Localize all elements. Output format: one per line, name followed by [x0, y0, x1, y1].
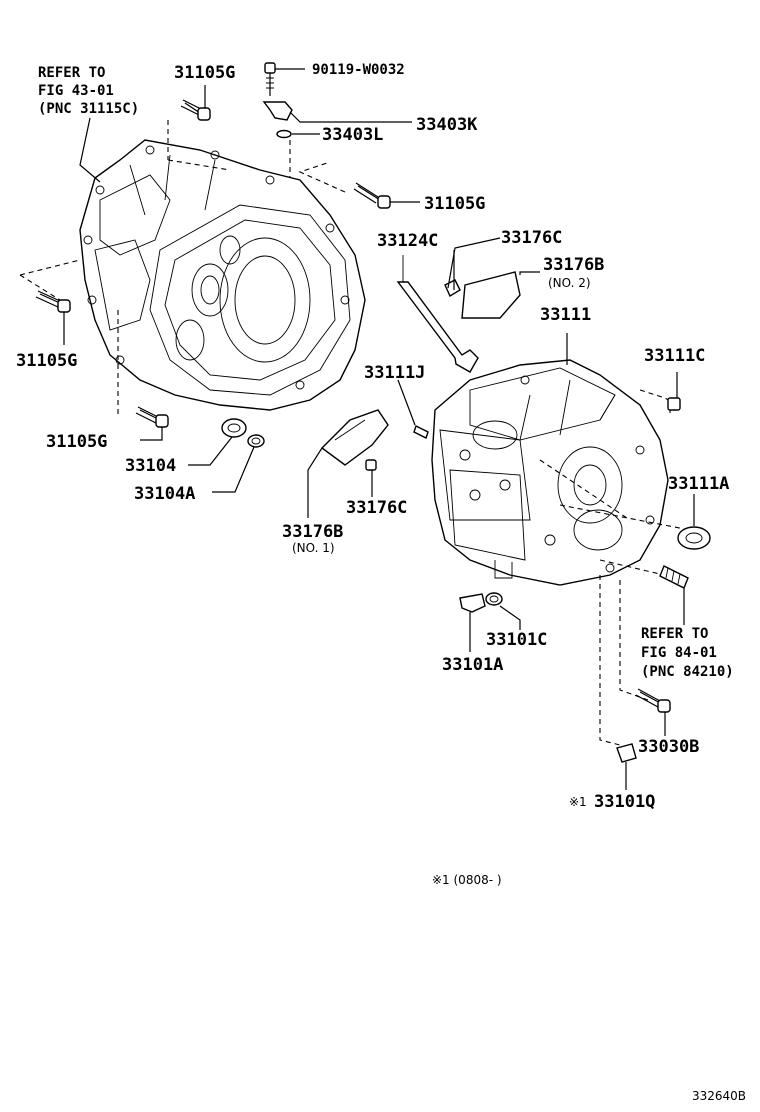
- label-33111c: 33111C: [644, 346, 705, 366]
- label-no1: (NO. 1): [292, 541, 335, 555]
- seal-33111a: [677, 526, 711, 550]
- label-33104a: 33104A: [134, 484, 195, 504]
- rod-33124c: [396, 255, 479, 373]
- sensor-fig84: [659, 565, 689, 589]
- clutch-housing: [79, 139, 366, 411]
- plug-33101q: [616, 743, 637, 763]
- ref-fig43-line2: FIG 43-01: [38, 83, 114, 99]
- transaxle-case: [431, 359, 669, 586]
- ref-fig43-line3: (PNC 31115C): [38, 101, 139, 117]
- label-31105g-left: 31105G: [16, 351, 77, 371]
- plate-33176b-no1: [320, 409, 389, 466]
- label-33176c-mid: 33176C: [346, 498, 407, 518]
- reference-note-fig43: REFER TO FIG 43-01 (PNC 31115C): [38, 65, 139, 117]
- label-33403l: 33403L: [322, 125, 383, 145]
- ref-fig84-line3: (PNC 84210): [641, 664, 734, 680]
- bolt-31105g-top: [180, 99, 211, 121]
- ref-fig43-line1: REFER TO: [38, 65, 105, 81]
- label-33104: 33104: [125, 456, 176, 476]
- ref-fig84-line1: REFER TO: [641, 626, 708, 642]
- reference-note-fig84: REFER TO FIG 84-01 (PNC 84210): [641, 626, 734, 680]
- label-33111j: 33111J: [364, 363, 425, 383]
- ref-fig84-line2: FIG 84-01: [641, 645, 717, 661]
- label-31105g-right: 31105G: [424, 194, 485, 214]
- label-33101q: 33101Q: [594, 792, 655, 812]
- label-90119-w0032: 90119-W0032: [312, 62, 405, 78]
- bearing-33104: [221, 418, 247, 438]
- label-33176b-no1: 33176B: [282, 522, 343, 542]
- plate-33176b-no2: [444, 271, 521, 319]
- label-33111a: 33111A: [668, 474, 729, 494]
- bolt-33030b: [635, 688, 671, 713]
- footnote: ※1 (0808- ): [432, 873, 502, 887]
- bolt-31105g-bottom: [135, 406, 169, 428]
- label-no2: (NO. 2): [548, 276, 591, 290]
- label-31105g-bottom: 31105G: [46, 432, 107, 452]
- label-33030b: 33030B: [638, 737, 699, 757]
- label-33403k: 33403K: [416, 115, 478, 135]
- label-33124c: 33124C: [377, 231, 438, 251]
- guide-lines-left: [19, 120, 346, 415]
- label-31105g-top: 31105G: [174, 63, 235, 83]
- label-33111: 33111: [540, 305, 591, 325]
- label-33176c-top: 33176C: [501, 228, 562, 248]
- gasket-33101c: [485, 592, 503, 606]
- bolt-31105g-left: [35, 290, 71, 313]
- figure-code: 332640B: [692, 1089, 746, 1103]
- pin-33111j: [413, 425, 429, 439]
- seal-33104a: [247, 434, 265, 448]
- label-33176b-no2: 33176B: [543, 255, 604, 275]
- bolt-33176c-mid: [365, 459, 377, 471]
- lever-33403k: [262, 101, 293, 139]
- bolt-31105g-right: [353, 182, 391, 209]
- label-star-mark: ※1: [569, 795, 587, 809]
- bolt-33111c: [667, 397, 681, 411]
- label-33101c: 33101C: [486, 630, 547, 650]
- label-33101a: 33101A: [442, 655, 503, 675]
- leader-lines: [63, 68, 695, 790]
- bolt-90119: [264, 62, 276, 96]
- plug-33101a: [459, 593, 486, 613]
